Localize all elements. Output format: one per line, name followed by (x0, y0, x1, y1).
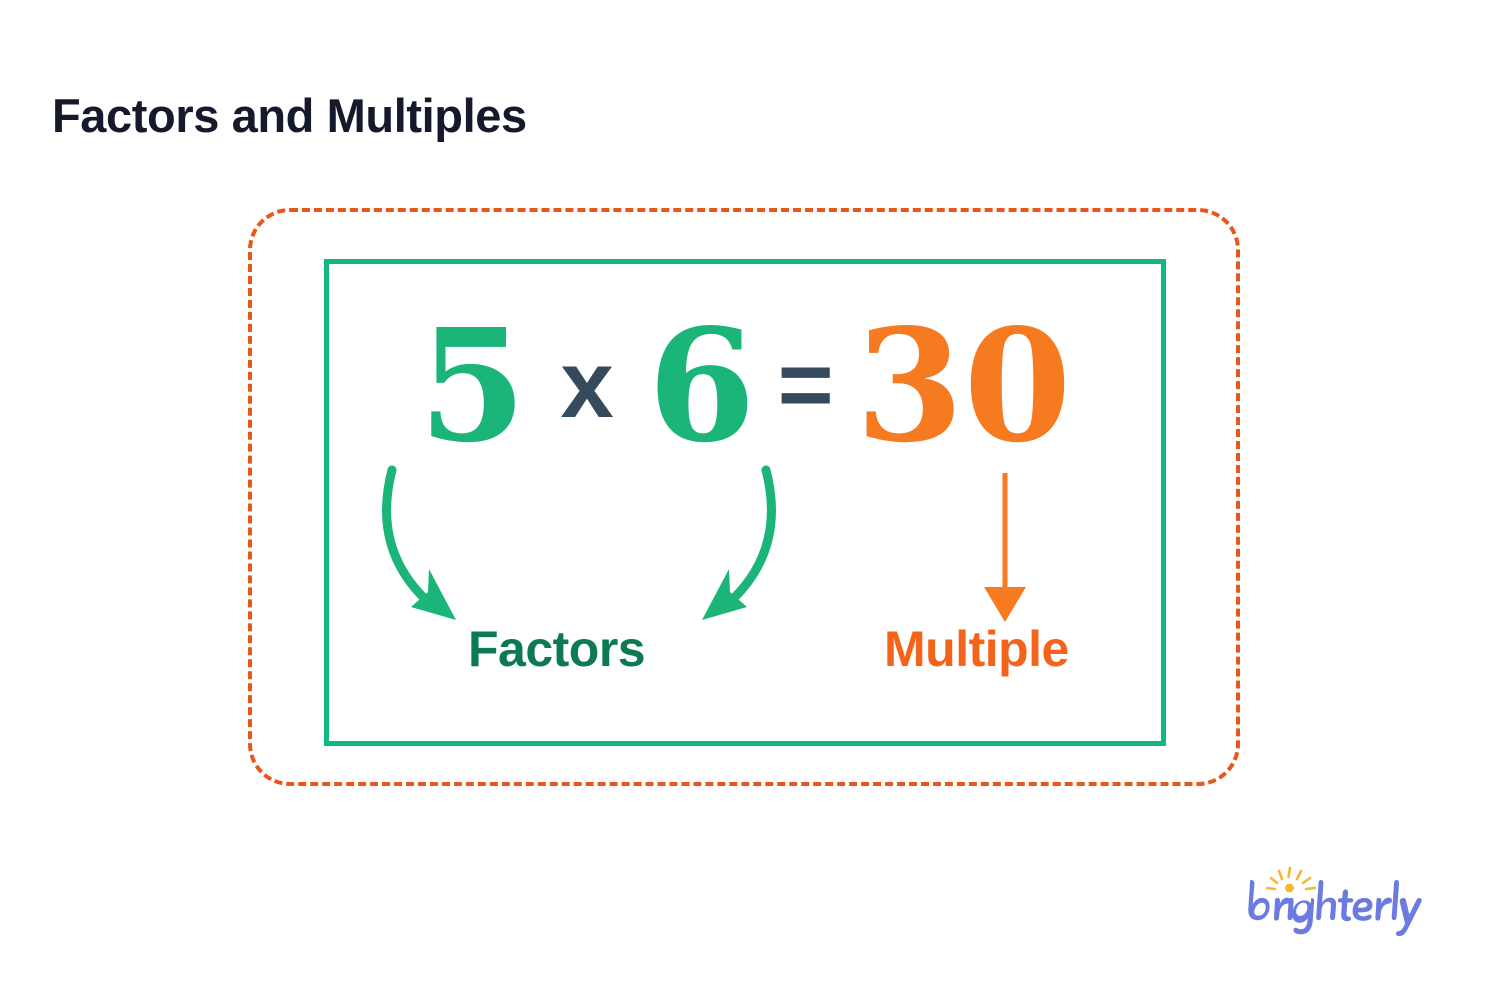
solid-rectangle-frame (324, 259, 1166, 746)
label-factors: Factors (468, 621, 646, 677)
equation-factor-1: 5 (418, 293, 527, 477)
equation-multiply-operator: x (560, 331, 614, 438)
page-title: Factors and Multiples (52, 89, 527, 142)
equation-product: 30 (855, 293, 1072, 477)
equation-row: 5 x 6 = 30 (324, 300, 1166, 470)
label-multiple: Multiple (884, 621, 1069, 677)
equation-equals-operator: = (777, 331, 834, 438)
sunburst-center-dot (1285, 883, 1294, 893)
equation-factor-2: 6 (647, 293, 756, 477)
dashed-rounded-frame (248, 208, 1240, 786)
brand-logo (1248, 866, 1422, 937)
sunburst-icon (1265, 866, 1317, 891)
brand-wordmark (1248, 880, 1422, 937)
